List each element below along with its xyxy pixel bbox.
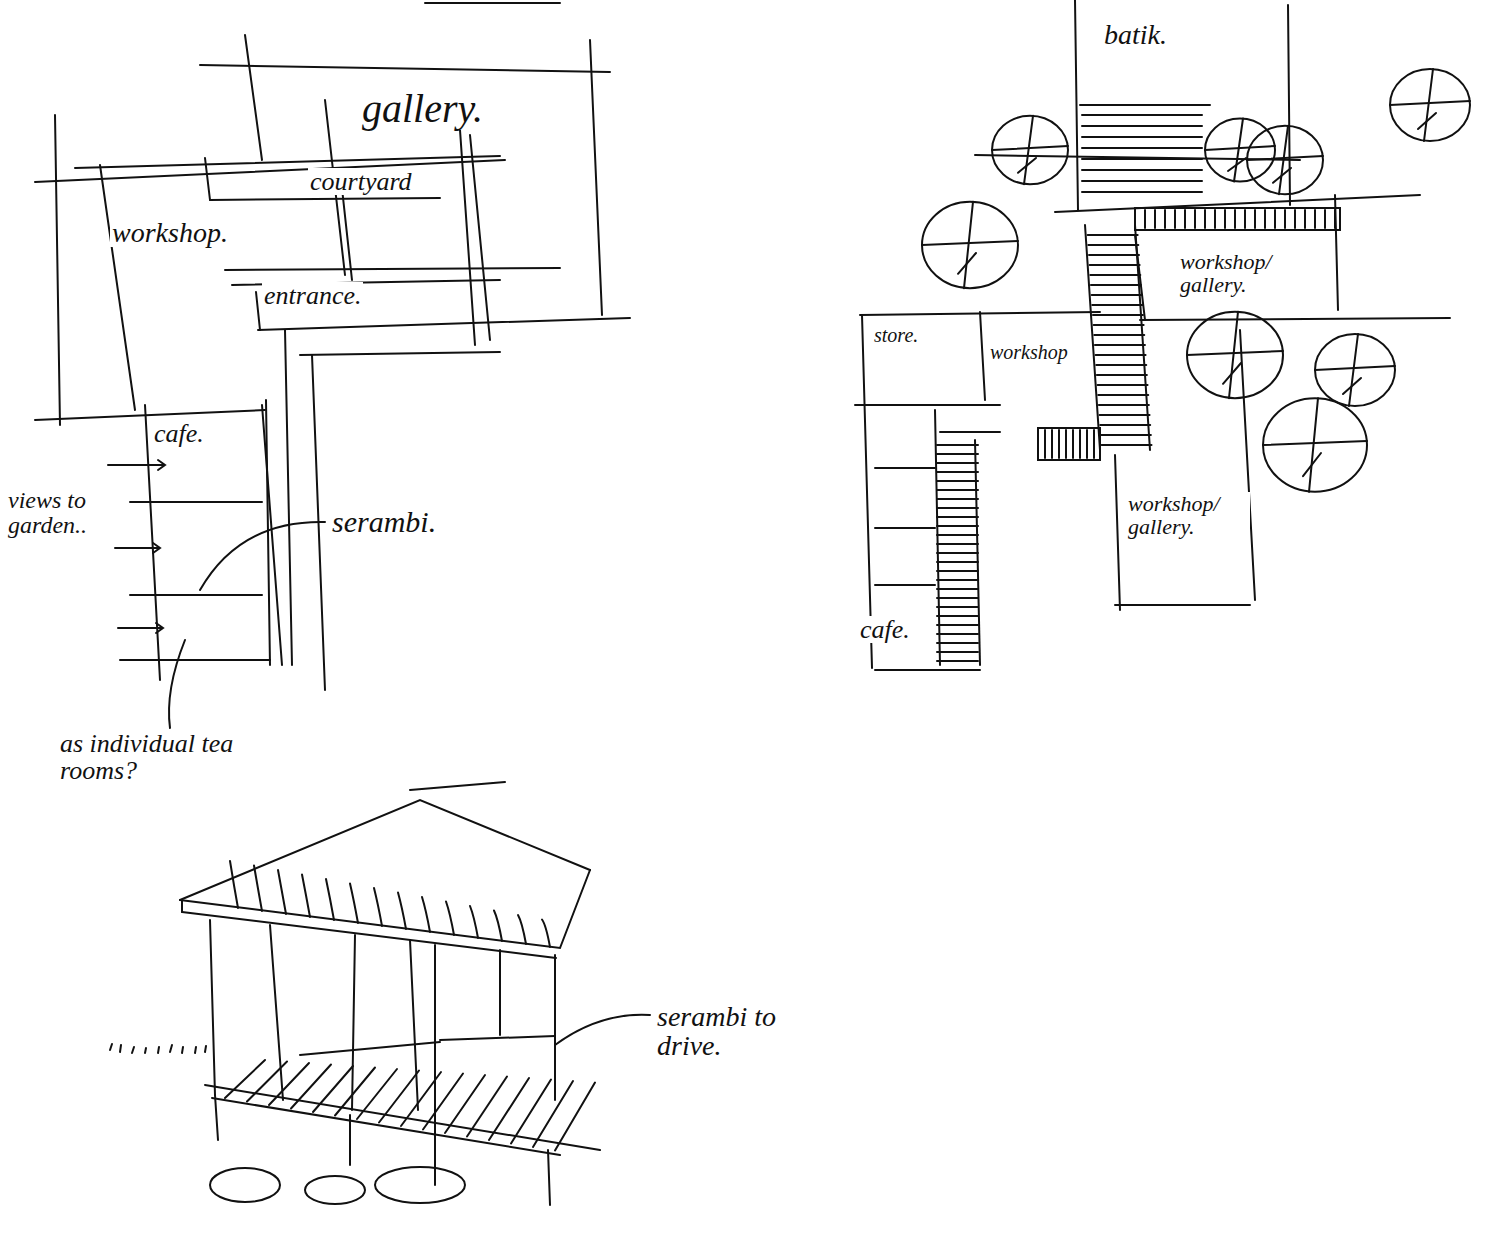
left-plan (35, 35, 630, 728)
pavilion-sketch (110, 782, 650, 1205)
handwritten-label: gallery. (360, 88, 485, 130)
handwritten-label: workshop/ gallery. (1178, 250, 1332, 296)
handwritten-label: workshop. (110, 218, 230, 247)
handwritten-label: store. (872, 325, 920, 346)
right-plan (855, 0, 1470, 670)
handwritten-label: batik. (1102, 20, 1169, 49)
handwritten-label: serambi to drive. (655, 1002, 809, 1061)
handwritten-label: courtyard (308, 168, 414, 195)
handwritten-label: entrance. (262, 282, 363, 309)
handwritten-label: serambi. (330, 506, 438, 538)
handwritten-label: views to garden.. (6, 488, 120, 538)
handwritten-label: cafe. (858, 616, 912, 643)
handwritten-label: workshop/ gallery. (1126, 492, 1250, 538)
handwritten-label: as individual tea rooms? (58, 730, 252, 785)
handwritten-label: cafe. (152, 420, 206, 447)
handwritten-label: workshop (988, 342, 1070, 363)
